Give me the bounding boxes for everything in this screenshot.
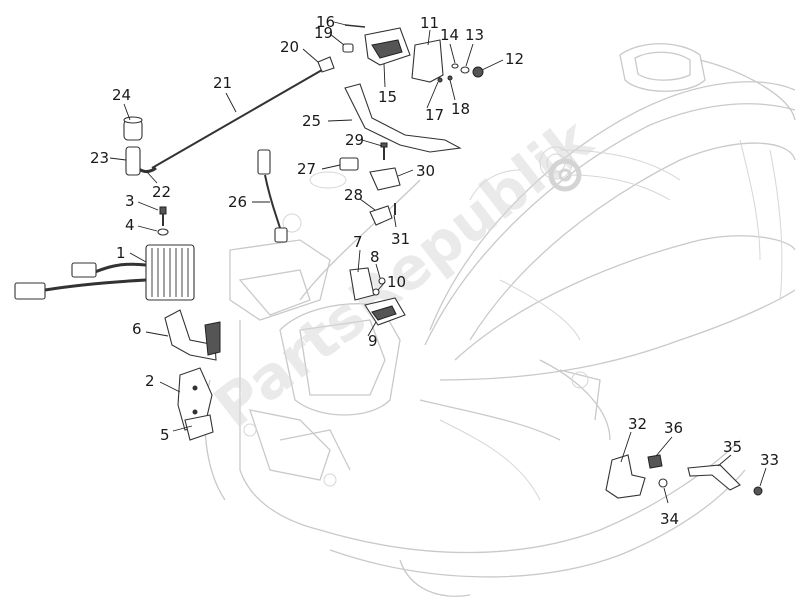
callout-12: 12 bbox=[505, 50, 524, 68]
callout-35: 35 bbox=[723, 438, 742, 456]
callout-19: 19 bbox=[314, 24, 333, 42]
part-16-screw bbox=[344, 24, 366, 28]
callout-9: 9 bbox=[368, 332, 378, 350]
part-14-washer bbox=[451, 63, 459, 69]
callout-3: 3 bbox=[125, 192, 135, 210]
callout-13: 13 bbox=[465, 26, 484, 44]
callout-25: 25 bbox=[302, 112, 321, 130]
callout-18: 18 bbox=[451, 100, 470, 118]
callout-2: 2 bbox=[145, 372, 155, 390]
part-28-clip bbox=[369, 205, 393, 226]
part-36-clip bbox=[647, 454, 663, 469]
leader-lines bbox=[109, 21, 767, 504]
part-26-sensor-cable bbox=[257, 149, 288, 243]
callout-7: 7 bbox=[353, 233, 363, 251]
part-21-cable bbox=[151, 69, 323, 169]
callout-5: 5 bbox=[160, 426, 170, 444]
callout-33: 33 bbox=[760, 451, 779, 469]
part-6-clip-bracket bbox=[164, 309, 221, 361]
callout-8: 8 bbox=[370, 248, 380, 266]
callout-29: 29 bbox=[345, 131, 364, 149]
watermark-gear-icon bbox=[548, 158, 582, 192]
callout-20: 20 bbox=[280, 38, 299, 56]
part-24-cap bbox=[123, 116, 143, 141]
part-10-washer bbox=[372, 288, 380, 296]
part-5-plate bbox=[184, 414, 214, 441]
callout-6: 6 bbox=[132, 320, 142, 338]
part-3-screw bbox=[159, 206, 167, 226]
callout-16: 16 bbox=[316, 13, 335, 31]
part-23-tube bbox=[125, 146, 141, 176]
callout-17: 17 bbox=[425, 106, 444, 124]
callout-31: 31 bbox=[391, 230, 410, 248]
callout-27: 27 bbox=[297, 160, 316, 178]
part-15-actuator bbox=[364, 27, 411, 66]
part-34-washer bbox=[658, 478, 668, 488]
callout-10: 10 bbox=[387, 273, 406, 291]
part-30-sensor bbox=[369, 167, 401, 191]
callout-22: 22 bbox=[152, 183, 171, 201]
part-7-bracket bbox=[349, 267, 375, 301]
part-33-nut bbox=[753, 486, 763, 496]
callout-28: 28 bbox=[344, 186, 363, 204]
callout-4: 4 bbox=[125, 216, 135, 234]
callout-23: 23 bbox=[90, 149, 109, 167]
part-11-bracket bbox=[411, 39, 444, 83]
part-1-voltage-regulator bbox=[14, 244, 195, 301]
part-12-nut bbox=[472, 66, 484, 78]
part-29-screw bbox=[380, 142, 388, 160]
callout-34: 34 bbox=[660, 510, 679, 528]
part-20-cable-end bbox=[317, 56, 335, 73]
part-13-washer bbox=[460, 66, 470, 74]
callout-26: 26 bbox=[228, 193, 247, 211]
callout-30: 30 bbox=[416, 162, 435, 180]
callout-11: 11 bbox=[420, 14, 439, 32]
scooter-frame-ghost bbox=[204, 43, 796, 597]
callout-labels: 1 2 3 4 5 6 7 8 9 10 11 12 13 14 15 16 1… bbox=[90, 13, 779, 528]
part-27-connector bbox=[339, 157, 359, 171]
callout-32: 32 bbox=[628, 415, 647, 433]
part-18-pin bbox=[447, 75, 453, 81]
part-35-bracket bbox=[687, 464, 741, 491]
callout-14: 14 bbox=[440, 26, 459, 44]
callout-21: 21 bbox=[213, 74, 232, 92]
callout-1: 1 bbox=[116, 244, 126, 262]
part-25-bracket bbox=[344, 83, 462, 153]
callout-15: 15 bbox=[378, 88, 397, 106]
part-8-washer bbox=[378, 277, 386, 285]
part-4-washer bbox=[157, 228, 169, 236]
part-17-pin bbox=[437, 77, 443, 83]
callout-24: 24 bbox=[112, 86, 131, 104]
part-32-bracket bbox=[605, 454, 646, 499]
part-9-relay bbox=[364, 297, 406, 326]
callout-36: 36 bbox=[664, 419, 683, 437]
part-19-bushing bbox=[342, 43, 354, 53]
